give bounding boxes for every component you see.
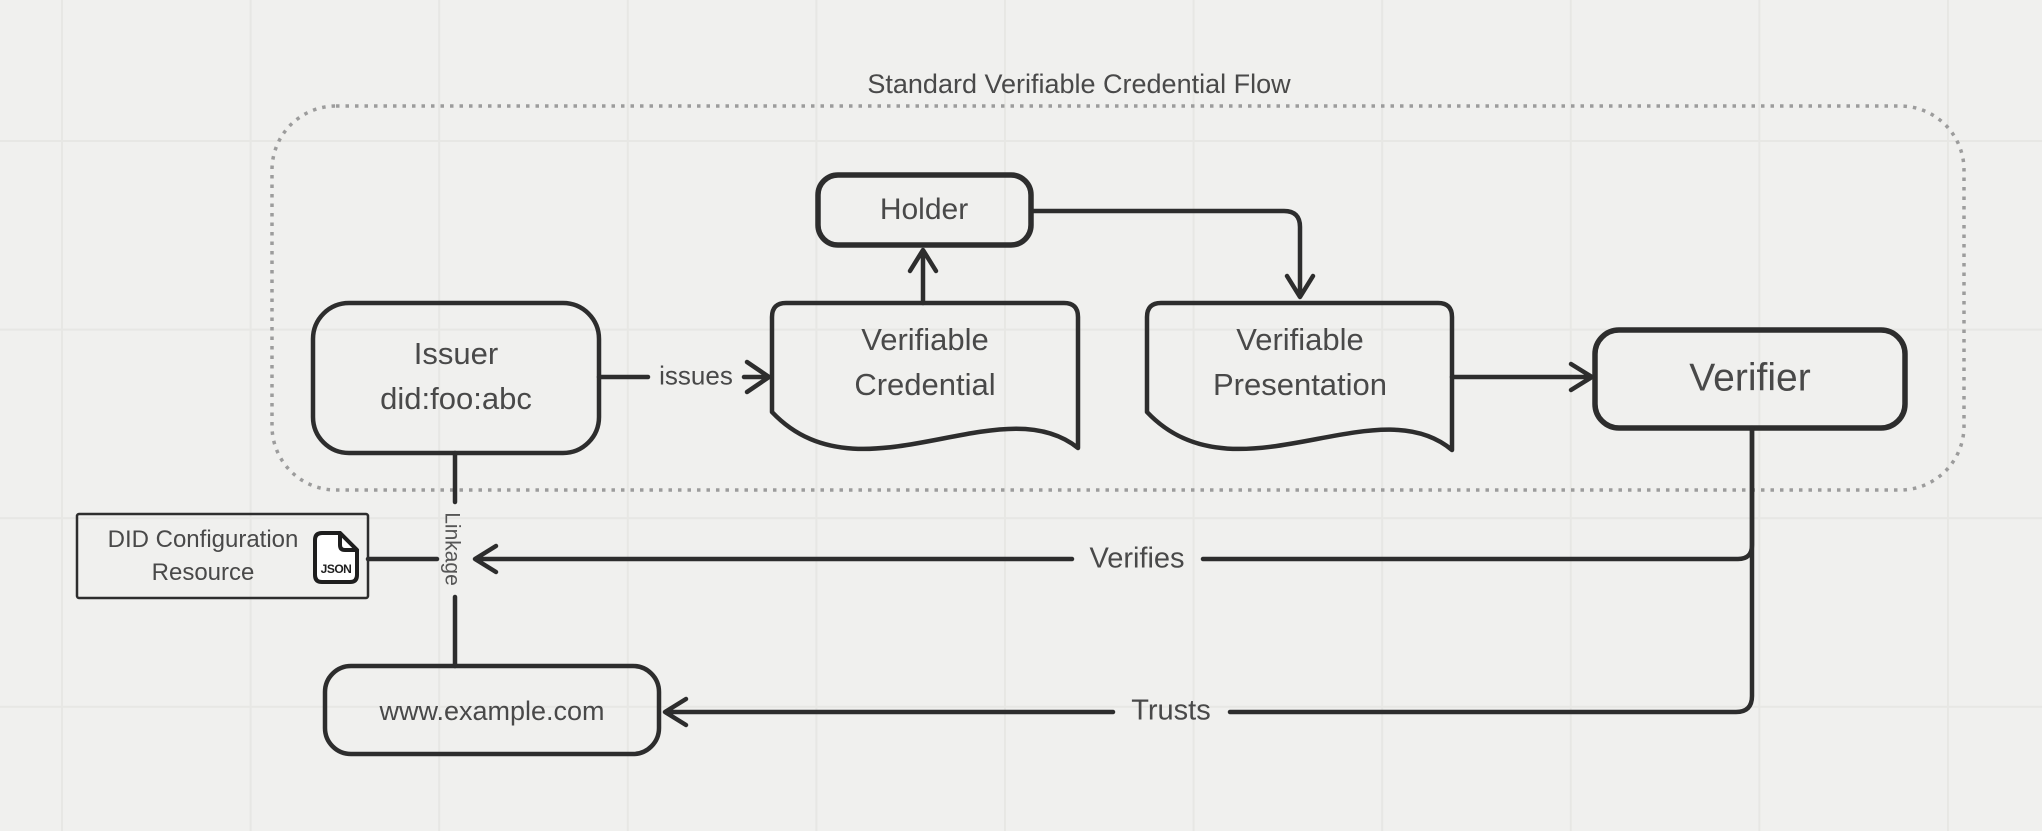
- issuer-label-line1: Issuer: [413, 336, 499, 371]
- issuer-did-label: did:foo:abc: [380, 381, 532, 416]
- credential-to-holder-arrow: [907, 247, 939, 306]
- verifiable-presentation-label-line2: Presentation: [1212, 367, 1388, 402]
- trusts-edge-label: Trusts: [1131, 694, 1211, 727]
- did-configuration-label-line1: DID Configuration: [107, 526, 299, 553]
- verifiable-credential-label-line1: Verifiable: [861, 322, 989, 357]
- holder-to-presentation-arrow: [1030, 208, 1316, 300]
- json-file-icon-label: JSON: [320, 561, 352, 576]
- linkage-edge-label: Linkage: [440, 512, 464, 586]
- presentation-to-verifier-arrow: [1449, 361, 1595, 393]
- verifiable-credential-document-shape: [769, 300, 1081, 452]
- verifiable-credential-label-line2: Credential: [854, 367, 996, 402]
- issuer-label: Issuer did:foo:abc: [380, 331, 532, 421]
- credential-flow-group-border: [270, 104, 1966, 492]
- verifiable-credential-label: Verifiable Credential: [854, 317, 995, 407]
- verifiable-presentation-label: Verifiable Presentation: [1213, 317, 1387, 407]
- did-configuration-resource-label: DID Configuration Resource: [108, 523, 299, 589]
- website-label: www.example.com: [379, 695, 605, 726]
- verifies-edge-label: Verifies: [1089, 542, 1185, 575]
- verifiable-presentation-document-shape: [1144, 300, 1455, 453]
- issues-edge-label: issues: [659, 360, 733, 391]
- verifier-label: Verifier: [1689, 356, 1811, 400]
- group-title: Standard Verifiable Credential Flow: [867, 68, 1291, 99]
- did-configuration-resource-box: [75, 512, 370, 600]
- trusts-arrow: [662, 425, 1755, 728]
- json-file-icon: [313, 531, 359, 584]
- issues-arrow: [596, 359, 772, 395]
- holder-label: Holder: [879, 193, 969, 226]
- did-configuration-label-line2: Resource: [151, 559, 255, 586]
- verifiable-presentation-label-line1: Verifiable: [1236, 322, 1364, 357]
- website-box: [322, 663, 662, 757]
